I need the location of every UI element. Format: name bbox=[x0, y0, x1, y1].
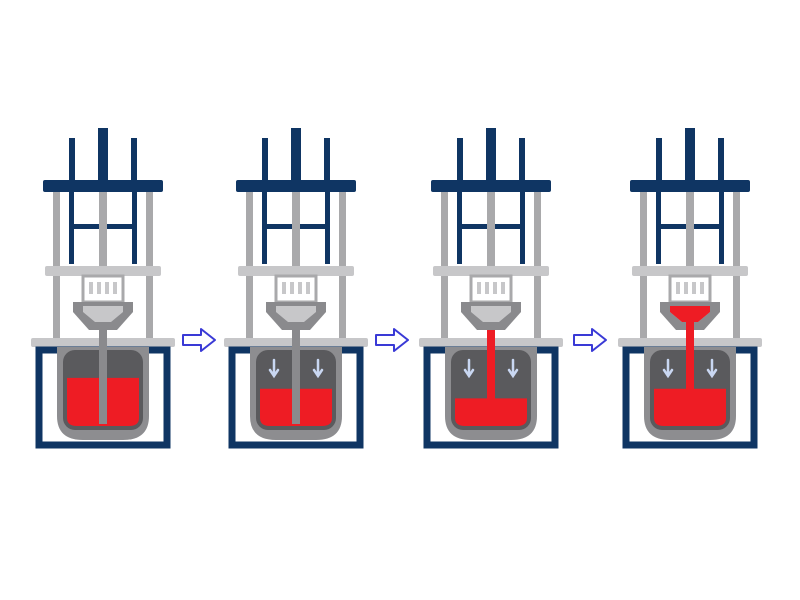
mold-pin bbox=[684, 282, 688, 294]
right-arrow-icon bbox=[573, 328, 607, 352]
pressure-arrow-icon bbox=[706, 358, 718, 379]
casting-machine-stage-3 bbox=[419, 128, 563, 449]
mold-pin bbox=[298, 282, 302, 294]
mold-pin bbox=[97, 282, 101, 294]
tie-rod-left bbox=[69, 138, 75, 186]
mold-cavity bbox=[83, 306, 123, 322]
moving-platen bbox=[45, 266, 161, 276]
mold-pin bbox=[692, 282, 696, 294]
mold-cavity bbox=[276, 306, 316, 322]
mold-pin bbox=[501, 282, 505, 294]
mold-pin bbox=[113, 282, 117, 294]
top-rod bbox=[486, 128, 496, 180]
mold-pin bbox=[105, 282, 109, 294]
top-rod bbox=[291, 128, 301, 180]
casting-machine-stage-1 bbox=[31, 128, 175, 449]
top-beam bbox=[43, 180, 163, 192]
tie-rod-right bbox=[519, 138, 525, 186]
mold-pin bbox=[89, 282, 93, 294]
center-shaft bbox=[99, 192, 107, 268]
moving-platen bbox=[433, 266, 549, 276]
center-shaft bbox=[487, 192, 495, 268]
pressure-arrow-icon bbox=[268, 358, 280, 379]
tie-rod-right bbox=[324, 138, 330, 186]
right-arrow-icon bbox=[182, 328, 216, 352]
pressure-arrow-icon bbox=[463, 358, 475, 379]
tie-rod-left bbox=[457, 138, 463, 186]
top-beam bbox=[431, 180, 551, 192]
mold-pin bbox=[290, 282, 294, 294]
tie-rod-right bbox=[131, 138, 137, 186]
casting-machine-stage-2 bbox=[224, 128, 368, 449]
top-rod bbox=[98, 128, 108, 180]
pressure-arrow-icon bbox=[662, 358, 674, 379]
riser-stalk bbox=[487, 330, 495, 424]
tie-rod-left bbox=[656, 138, 662, 186]
tie-rod-left bbox=[262, 138, 268, 186]
moving-platen bbox=[632, 266, 748, 276]
mold-pin bbox=[485, 282, 489, 294]
top-beam bbox=[236, 180, 356, 192]
center-shaft bbox=[686, 192, 694, 268]
right-arrow-icon bbox=[375, 328, 409, 352]
mold-cavity bbox=[471, 306, 511, 322]
pressure-arrow-icon bbox=[312, 358, 324, 379]
riser-stalk bbox=[292, 330, 300, 424]
filled-mold-cavity bbox=[670, 306, 710, 330]
riser-stalk bbox=[99, 330, 107, 424]
tie-rod-right bbox=[718, 138, 724, 186]
top-rod bbox=[685, 128, 695, 180]
moving-platen bbox=[238, 266, 354, 276]
casting-machine-stage-4 bbox=[618, 128, 762, 449]
center-shaft bbox=[292, 192, 300, 268]
top-beam bbox=[630, 180, 750, 192]
riser-stalk bbox=[686, 330, 694, 424]
mold-pin bbox=[306, 282, 310, 294]
mold-pin bbox=[493, 282, 497, 294]
mold-pin bbox=[700, 282, 704, 294]
mold-pin bbox=[676, 282, 680, 294]
mold-pin bbox=[282, 282, 286, 294]
pressure-arrow-icon bbox=[507, 358, 519, 379]
mold-pin bbox=[477, 282, 481, 294]
